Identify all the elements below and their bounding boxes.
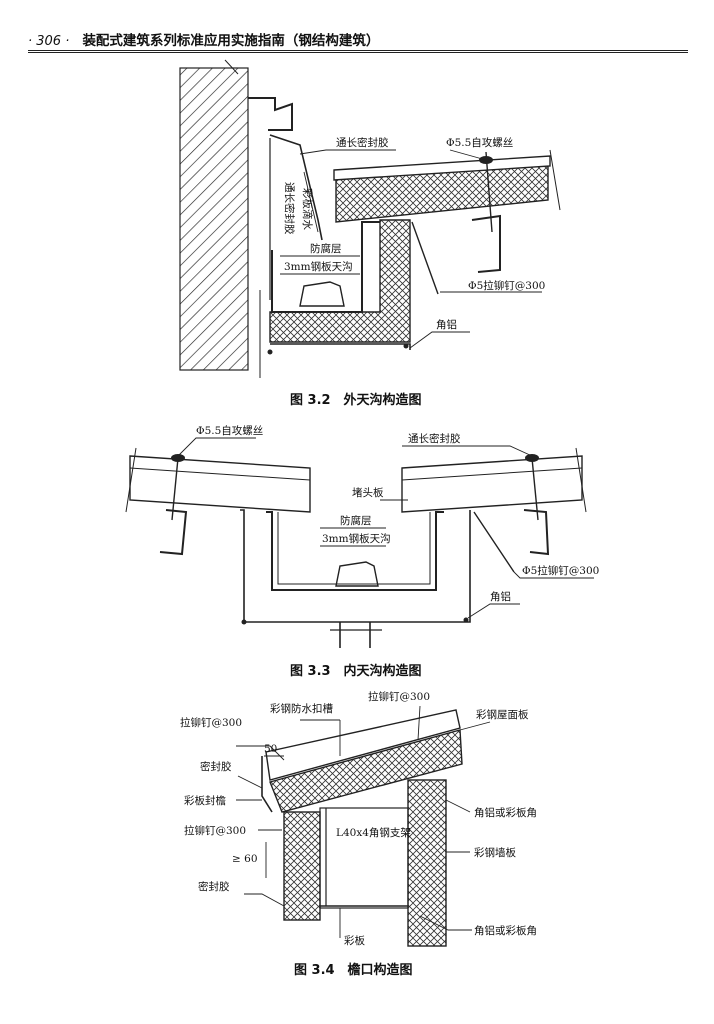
left-roof-panel (129, 455, 311, 513)
roof-panel-3 (269, 729, 463, 813)
label-angle-brace: L40x4角钢支架 (336, 826, 411, 839)
page-number: · 306 · (28, 34, 70, 49)
label-gutter-2: 3mm钢板天沟 (322, 532, 391, 545)
label-rivet-2: Φ5拉铆钉@300 (522, 564, 599, 577)
left-purlin (159, 509, 188, 556)
label-angle: 角铝 (436, 318, 457, 331)
caption-3-4: 图 3.4 檐口构造图 (294, 962, 413, 978)
label-rivet: Φ5拉铆钉@300 (468, 279, 545, 292)
eave-seal (261, 756, 273, 813)
label-waterproof-cap: 彩钢防水扣槽 (270, 702, 333, 715)
book-title: 装配式建筑系列标准应用实施指南（钢结构建筑） (82, 33, 380, 49)
gutter-support-2 (335, 561, 379, 587)
label-seal: 通长密封胶 (336, 136, 389, 149)
label-seal-2: 通长密封胶 (408, 432, 461, 445)
label-sealant2: 密封胶 (198, 880, 230, 893)
label-screw-2: Φ5.5自攻螺丝 (196, 424, 263, 437)
drip-plate (269, 134, 323, 241)
left-wall-panel (283, 811, 321, 921)
label-end-plate: 堵头板 (352, 486, 384, 499)
figure-3-2: 通长密封胶 Φ5.5自攻螺丝 通长密封胶 彩板滴水 防腐层 3mm钢板天沟 Φ5… (179, 59, 561, 408)
label-dim-60: ≥ 60 (232, 853, 258, 865)
label-angle-2: 角铝 (490, 590, 511, 603)
label-screw: Φ5.5自攻螺丝 (446, 136, 513, 149)
figure-3-3: Φ5.5自攻螺丝 通长密封胶 堵头板 防腐层 3mm钢板天沟 Φ5拉铆钉@300… (125, 424, 599, 679)
label-drip-vertical: 彩板滴水 (301, 188, 314, 230)
right-roof-panel (401, 455, 583, 513)
label-sealant: 密封胶 (200, 760, 232, 773)
header-rule (28, 50, 688, 53)
page-header: · 306 · 装配式建筑系列标准应用实施指南（钢结构建筑） (28, 29, 688, 51)
gutter-support (299, 281, 345, 307)
label-seal-vertical: 通长密封胶 (283, 182, 296, 235)
label-angle-corner2: 角铝或彩板角 (474, 924, 537, 937)
caption-3-2: 图 3.2 外天沟构造图 (290, 392, 422, 408)
insulation-u (269, 219, 411, 343)
label-rivet-top: 拉铆钉@300 (368, 690, 430, 703)
angle-brace (319, 807, 409, 909)
label-eave-seal: 彩板封檐 (184, 794, 226, 807)
caption-3-3: 图 3.3 内天沟构造图 (290, 663, 422, 679)
label-angle-corner: 角铝或彩板角 (474, 806, 537, 819)
label-color-plate: 彩板 (344, 934, 365, 947)
label-gutter: 3mm钢板天沟 (284, 260, 353, 273)
right-column (407, 779, 447, 947)
waterproof-cap (265, 709, 461, 781)
label-rivet-left2: 拉铆钉@300 (184, 824, 246, 837)
figure-3-4: 彩钢防水扣槽 拉铆钉@300 拉铆钉@300 彩钢屋面板 50 密封胶 彩板封檐… (180, 690, 537, 978)
label-dim-50: 50 (264, 743, 277, 755)
label-anticorrosion: 防腐层 (310, 242, 342, 255)
label-rivet-left: 拉铆钉@300 (180, 716, 242, 729)
top-flashing (248, 97, 293, 131)
label-anticorrosion-2: 防腐层 (340, 514, 372, 527)
wall-break-line (224, 59, 239, 75)
wall-hatch (179, 67, 249, 371)
purlin (471, 214, 501, 273)
right-purlin (523, 509, 550, 556)
inner-gutter (266, 511, 444, 591)
label-wall-panel: 彩钢墙板 (474, 846, 516, 859)
label-roof-panel: 彩钢屋面板 (476, 708, 529, 721)
